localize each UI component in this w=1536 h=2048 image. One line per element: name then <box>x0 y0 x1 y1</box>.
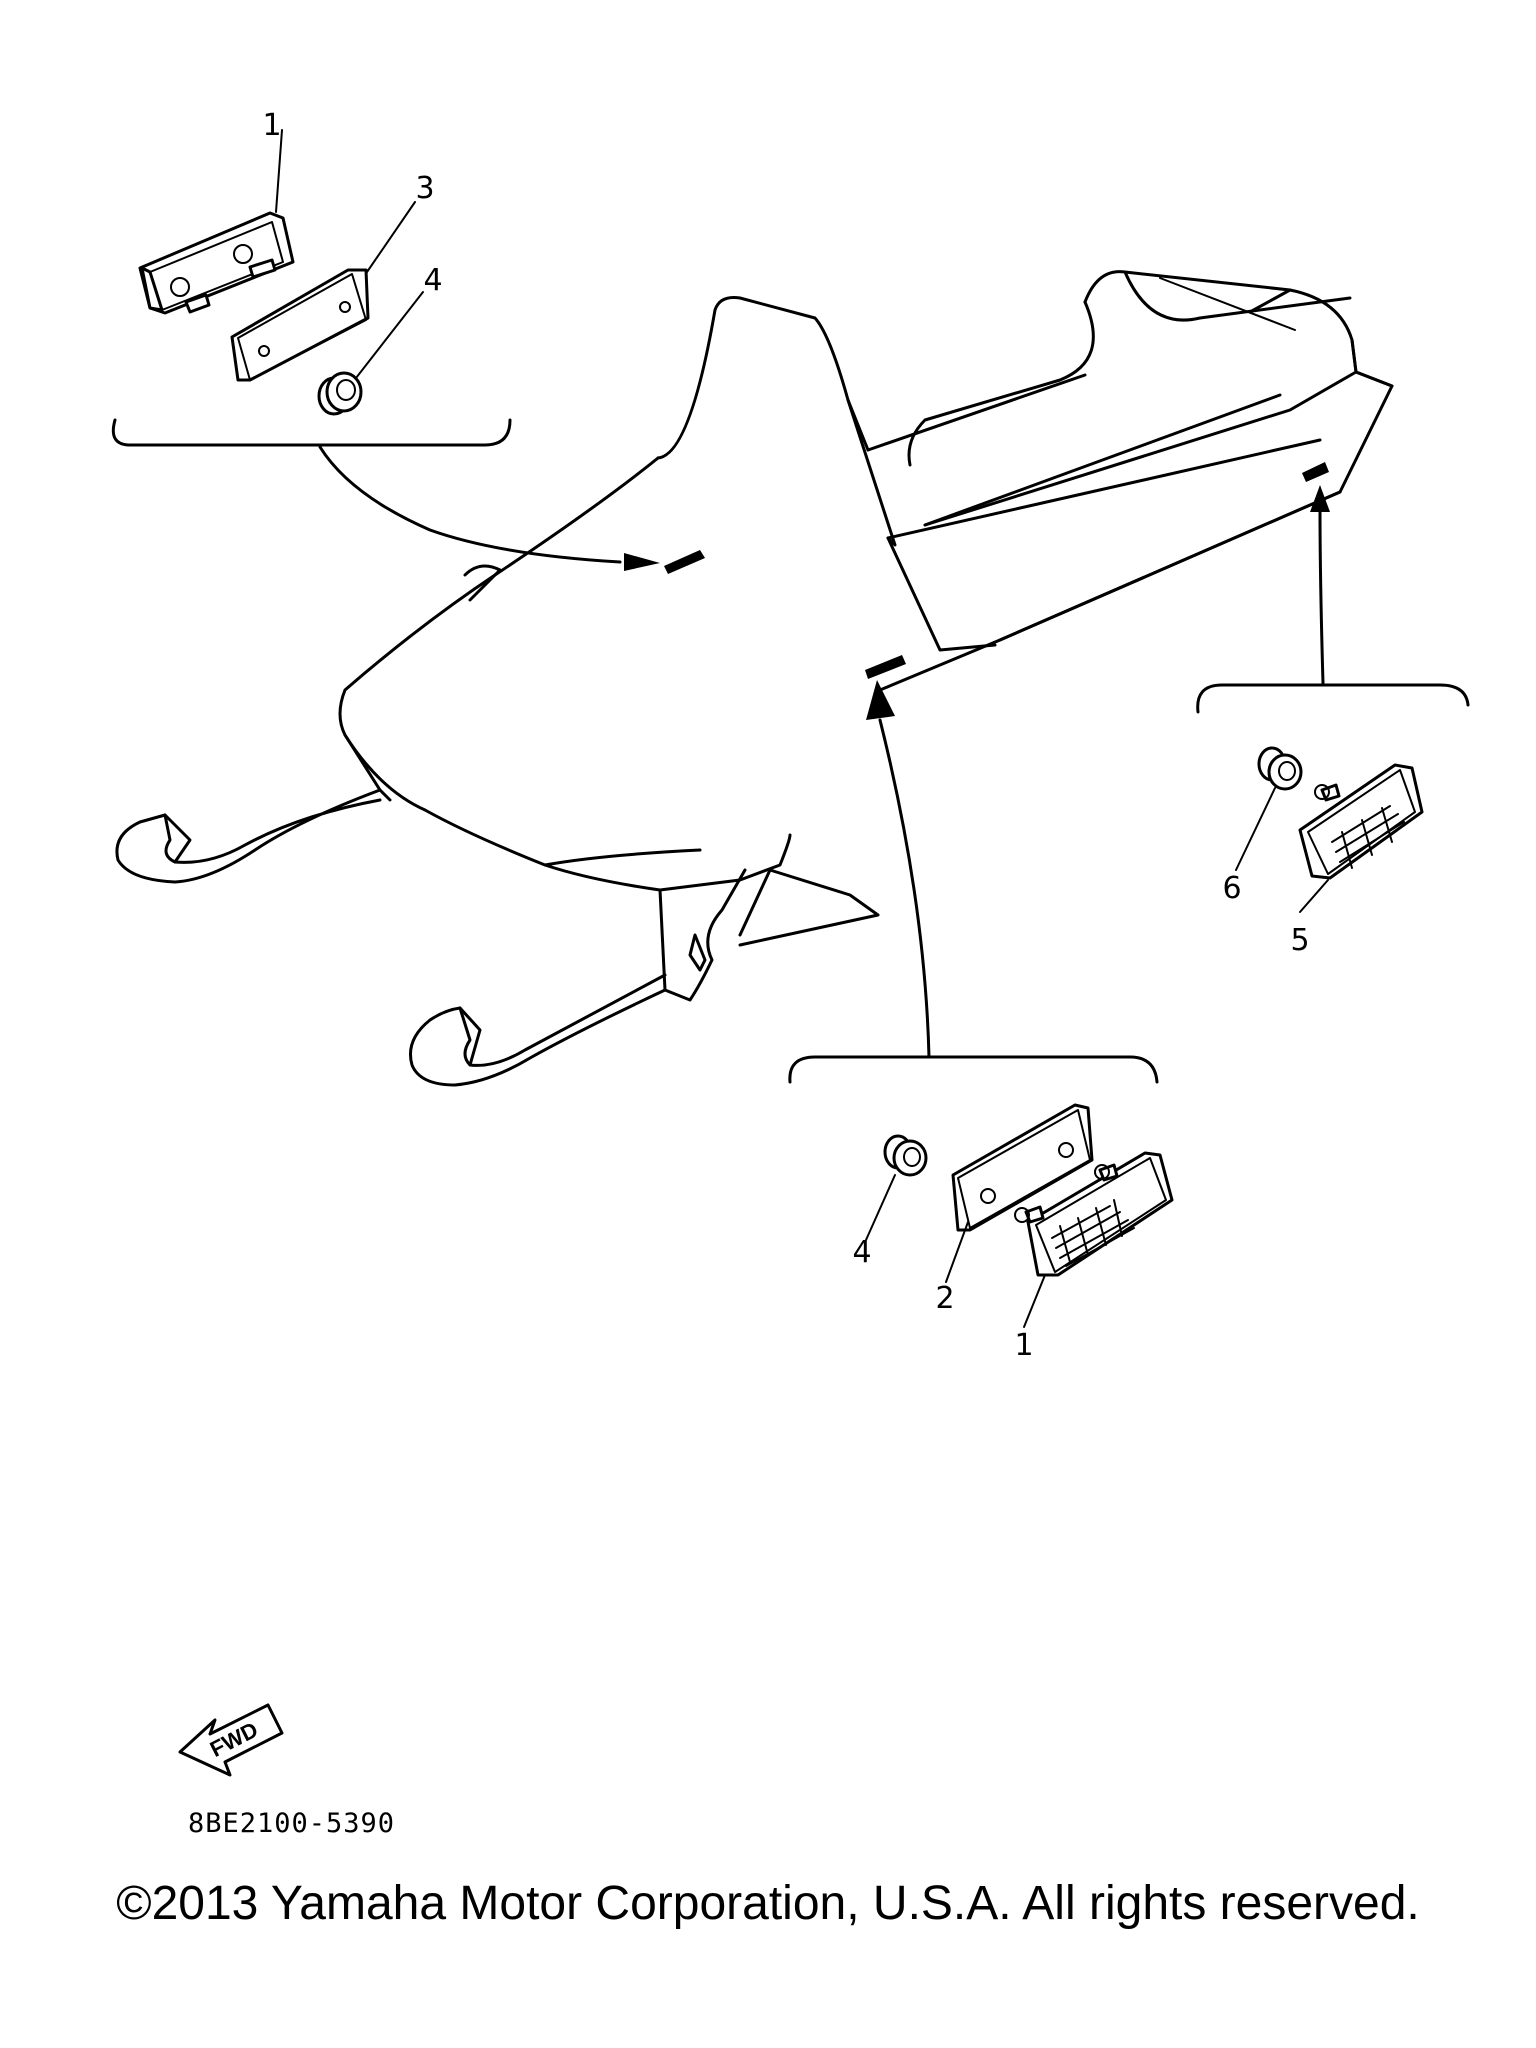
copyright-notice: ©2013 Yamaha Motor Corporation, U.S.A. A… <box>116 1877 1420 1930</box>
flange-nut <box>883 1134 928 1177</box>
hood-reflector-location <box>664 550 705 574</box>
reflector-plate <box>138 211 295 315</box>
callout-5-right: 5 <box>1290 923 1309 958</box>
callout-4-top: 4 <box>423 263 442 298</box>
reflector-sheet <box>230 268 370 382</box>
flange-nut <box>317 371 363 416</box>
parts-group-bottom <box>788 680 1174 1328</box>
reflector-sheet <box>951 1103 1094 1232</box>
snowmobile-illustration <box>115 270 1394 1087</box>
diagram-code: 8BE2100-5390 <box>188 1808 395 1839</box>
callout-2-bottom: 2 <box>935 1281 954 1316</box>
mount-location-markers <box>664 462 1329 679</box>
callout-1-bottom: 1 <box>1014 1328 1033 1363</box>
callout-4-bottom: 4 <box>852 1235 871 1270</box>
flange-nut <box>1257 746 1303 791</box>
side-reflector-location <box>865 655 906 679</box>
callout-6-right: 6 <box>1222 871 1241 906</box>
rear-reflector-location <box>1302 462 1329 482</box>
callout-1-top: 1 <box>262 108 281 143</box>
parts-group-top-left <box>111 129 660 571</box>
callout-3-top: 3 <box>415 171 434 206</box>
forward-arrow-icon: FWD <box>178 1703 284 1777</box>
parts-group-right <box>1196 485 1470 913</box>
reflector <box>1014 1151 1174 1277</box>
reflector <box>1298 763 1424 880</box>
